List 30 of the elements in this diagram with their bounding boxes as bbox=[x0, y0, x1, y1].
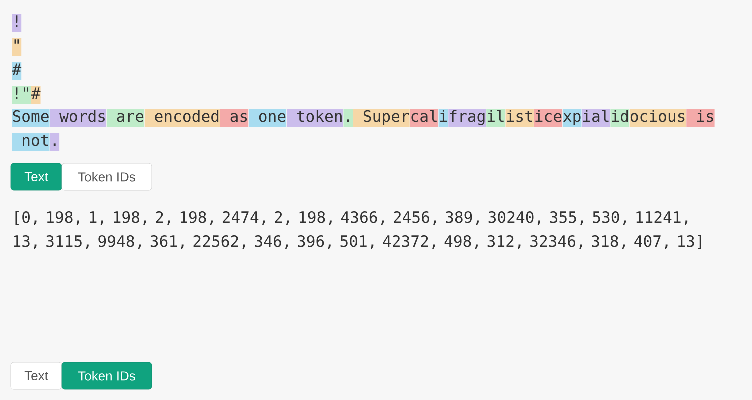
token-highlight: ice bbox=[534, 109, 563, 127]
token-highlight: are bbox=[106, 109, 144, 127]
token-highlight: Some bbox=[12, 109, 50, 127]
toggle-button: Token IDs bbox=[62, 362, 152, 390]
token-highlight: as bbox=[220, 109, 249, 127]
token-highlight: # bbox=[12, 62, 22, 80]
token-highlight: is bbox=[686, 109, 715, 127]
token-highlight: xp bbox=[562, 109, 582, 127]
token-highlight: il bbox=[486, 109, 506, 127]
token-highlight: ial bbox=[582, 109, 610, 127]
token-highlight: frag bbox=[448, 109, 486, 127]
token-highlight: ocious bbox=[630, 109, 686, 127]
token-id-list: [0, 198, 1, 198, 2, 198, 2474, 2, 198, 4366, 2456, 389, 30240, 355, 530, 11241, 13, 3115, 9948, 361, 22562, 346, 396, 501, 42372, 498, 312, 32346, 318, 407, 13] bbox=[14, 211, 702, 250]
toggle-button: Token IDs bbox=[62, 163, 152, 191]
token-highlight: one bbox=[249, 109, 287, 127]
token-highlight: words bbox=[50, 109, 107, 127]
token-highlight: ist bbox=[506, 109, 534, 127]
token-highlight: !" bbox=[12, 86, 31, 104]
toggle-button: Text bbox=[10, 362, 62, 390]
token-highlight: not bbox=[12, 133, 50, 151]
token-highlight: id bbox=[610, 109, 630, 127]
toggle-button: Text bbox=[10, 163, 62, 191]
token-highlight: " bbox=[12, 38, 22, 56]
token-highlight: ! bbox=[12, 14, 22, 32]
token-highlight: encoded bbox=[144, 109, 220, 127]
token-highlight: cal bbox=[410, 109, 438, 127]
token-highlight: . bbox=[50, 133, 60, 151]
token-highlight: token bbox=[286, 109, 344, 127]
token-highlight: Super bbox=[354, 109, 410, 127]
token-highlight: . bbox=[344, 109, 354, 127]
